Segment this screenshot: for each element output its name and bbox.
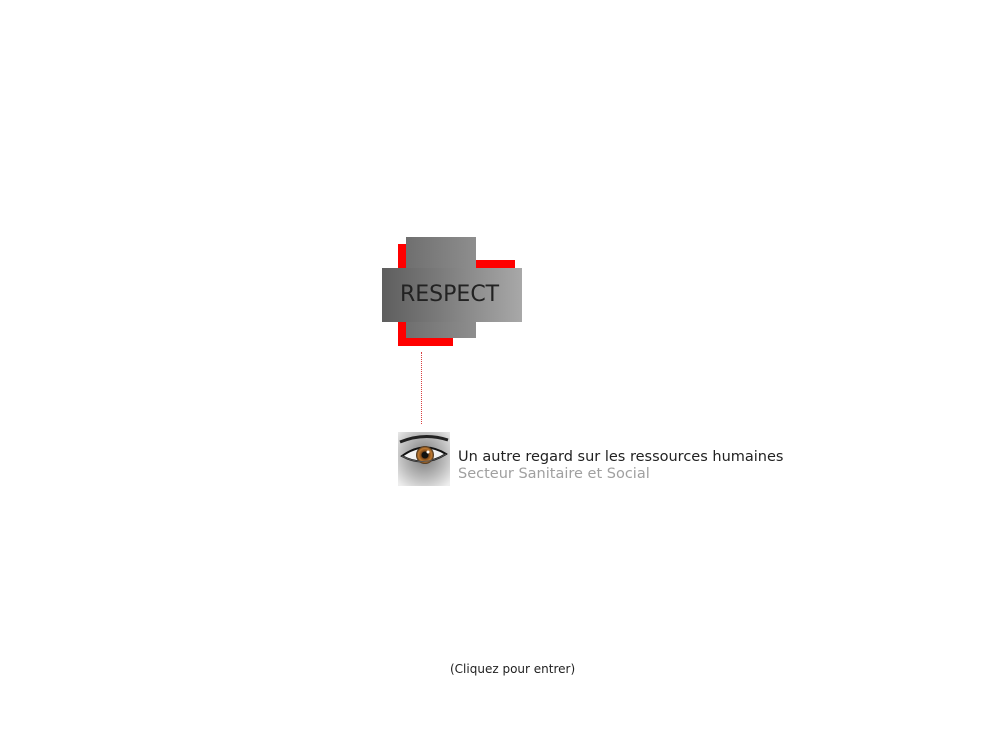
logo-grey-block-bottom xyxy=(406,322,476,338)
tagline: Un autre regard sur les ressources humai… xyxy=(458,449,784,465)
enter-link[interactable]: (Cliquez pour entrer) xyxy=(450,662,576,676)
logo-brand-text: RESPECT xyxy=(400,282,500,307)
respect-logo[interactable]: RESPECT xyxy=(380,236,525,348)
logo-grey-block-top xyxy=(406,237,476,268)
subtitle: Secteur Sanitaire et Social xyxy=(458,466,650,482)
dotted-connector xyxy=(421,352,422,424)
logo-red-bar-bottom xyxy=(398,338,453,346)
eye-icon xyxy=(398,432,450,486)
logo-grey-block-main xyxy=(382,268,522,322)
